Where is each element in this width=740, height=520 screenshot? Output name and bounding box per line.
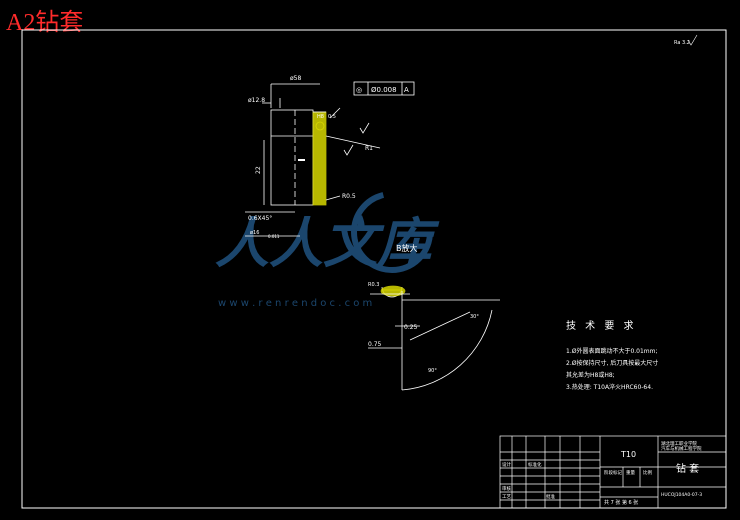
detail-angle2: 90° xyxy=(428,368,437,374)
dim-radius-r1: R1 xyxy=(365,145,373,152)
tech-req-item: 其允差为H8或H8; xyxy=(566,371,615,379)
dim-bore-dia: ø12.8 xyxy=(248,97,265,104)
sheet-info: 共 7 张 第 6 张 xyxy=(604,499,638,506)
tech-req-item: 1.Ø外圆表面跳动不大于0.01mm; xyxy=(566,347,658,355)
tech-requirements: 技 术 要 求 1.Ø外圆表面跳动不大于0.01mm; 2.Ø按保持尺寸, 后刀… xyxy=(566,319,658,391)
dim-bottom-dia: ø16 xyxy=(250,230,259,236)
tech-req-title: 技 术 要 求 xyxy=(566,319,637,332)
title-block-text: T10 湖北理工职业学院 汽车与机械工程学院 钻 套 HUCOJ104A0-07… xyxy=(502,440,702,506)
sheet-title: A2钻套 xyxy=(6,10,84,36)
dim-head: H8 xyxy=(317,114,324,120)
tol-datum: A xyxy=(404,86,409,94)
dim-radius-r05: R0.5 xyxy=(342,193,356,200)
roughness-symbol xyxy=(687,34,698,46)
drawing-frame xyxy=(21,29,727,509)
watermark: 人人文库 w w w . r e n r e n d o c . c o m xyxy=(215,191,440,309)
detail-view-b xyxy=(368,285,500,391)
title-block xyxy=(499,435,727,509)
label-approve: 批准 xyxy=(546,493,555,500)
label-stage: 阶段标记 xyxy=(604,469,622,476)
detail-angle1: 30° xyxy=(470,314,479,320)
dim-length: 22 xyxy=(255,166,262,174)
dim-outer-dia: ø58 xyxy=(290,75,301,82)
watermark-brand: 人人文库 xyxy=(215,212,440,275)
label-standard: 标准化 xyxy=(528,461,542,468)
detail-radius: R0.3 xyxy=(368,282,379,288)
tech-req-item: 2.Ø按保持尺寸, 后刀具按最大尺寸 xyxy=(566,359,658,367)
label-scale: 比例 xyxy=(643,469,652,476)
tech-req-item: 3.热处理: T10A淬火HRC60-64. xyxy=(566,383,653,391)
material: T10 xyxy=(620,450,636,459)
part-dimensions: ø58 ø12.8 22 H8 R1 R0.5 0.6X45° ø16 0.01… xyxy=(248,75,409,239)
roughness-note: Ra 3.2 xyxy=(674,40,690,46)
detail-dim1: 0.25 xyxy=(404,324,418,331)
detail-labels: B放大 R0.3 0.25 0.75 30° 90° xyxy=(368,243,479,374)
detail-label: B放大 xyxy=(396,243,418,253)
label-check: 审核 xyxy=(502,485,511,492)
label-weight: 重量 xyxy=(626,469,635,476)
label-process: 工艺 xyxy=(502,494,511,500)
dim-run: 0.5 xyxy=(328,114,336,120)
tol-value: Ø0.008 xyxy=(371,86,397,94)
part-section-view xyxy=(245,81,415,237)
dim-chamfer: 0.6X45° xyxy=(248,215,272,222)
part-name: 钻 套 xyxy=(676,462,699,475)
drawing-no: HUCOJ104A0-07-3 xyxy=(661,492,702,498)
tol-symbol: ◎ xyxy=(356,86,362,94)
watermark-url: w w w . r e n r e n d o c . c o m xyxy=(218,298,372,309)
school-line1: 湖北理工职业学院 xyxy=(661,440,697,447)
school-line2: 汽车与机械工程学院 xyxy=(661,445,702,452)
detail-dim2: 0.75 xyxy=(368,341,382,348)
label-design: 设计 xyxy=(502,461,511,468)
dim-bottom-tol: 0.011 xyxy=(268,234,280,239)
